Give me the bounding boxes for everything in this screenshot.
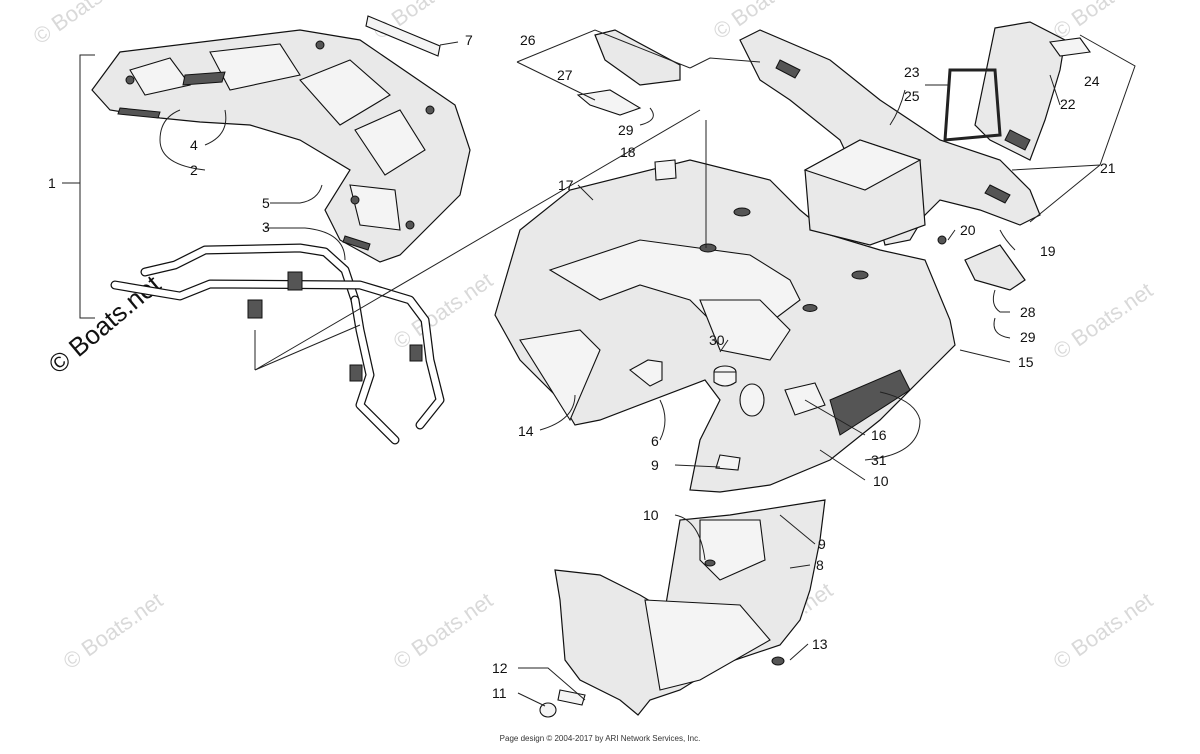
storage-lid-22 bbox=[974, 21, 1066, 161]
rack-support-tube bbox=[110, 243, 445, 445]
decal-7 bbox=[365, 15, 441, 57]
plate-12 bbox=[557, 689, 586, 706]
callout-30: 30 bbox=[709, 332, 725, 348]
callout-16: 16 bbox=[871, 427, 887, 443]
callout-18: 18 bbox=[620, 144, 636, 160]
callout-29b: 29 bbox=[1020, 329, 1036, 345]
bracket-6 bbox=[629, 359, 663, 387]
watermark-left-vertical: © Boats.net bbox=[43, 269, 167, 380]
callout-6: 6 bbox=[651, 433, 659, 449]
callout-27: 27 bbox=[557, 67, 573, 83]
callout-28: 28 bbox=[1020, 304, 1036, 320]
watermark-7: © Boats.net bbox=[1049, 277, 1158, 364]
callout-17: 17 bbox=[558, 177, 574, 193]
callout-9b: 9 bbox=[818, 536, 826, 552]
bracket-26 bbox=[594, 29, 681, 86]
callout-1: 1 bbox=[48, 175, 56, 191]
leader-lines bbox=[62, 29, 1136, 707]
watermark-8: © Boats.net bbox=[59, 587, 168, 674]
bolt-20 bbox=[937, 235, 947, 245]
callout-8: 8 bbox=[816, 557, 824, 573]
callout-9a: 9 bbox=[651, 457, 659, 473]
callout-3: 3 bbox=[262, 219, 270, 235]
rivet-11 bbox=[539, 702, 557, 718]
callout-21: 21 bbox=[1100, 160, 1116, 176]
latch-24 bbox=[1049, 37, 1091, 57]
callout-25: 25 bbox=[904, 88, 920, 104]
footwell-panel bbox=[554, 499, 826, 716]
watermark-2: © Boats.net bbox=[369, 0, 478, 44]
watermark-11: © Boats.net bbox=[1049, 587, 1158, 674]
rear-fender bbox=[494, 159, 956, 493]
bracket-27 bbox=[576, 89, 642, 116]
watermark-1: © Boats.net bbox=[29, 0, 138, 49]
callout-11: 11 bbox=[492, 685, 507, 701]
callout-5: 5 bbox=[262, 195, 270, 211]
callout-14: 14 bbox=[518, 423, 534, 439]
page-footer: Page design © 2004-2017 by ARI Network S… bbox=[499, 734, 701, 743]
callout-12: 12 bbox=[492, 660, 508, 676]
bracket-28 bbox=[964, 244, 1026, 291]
callout-31: 31 bbox=[871, 452, 887, 468]
cap-30 bbox=[713, 365, 737, 387]
callout-13: 13 bbox=[812, 636, 828, 652]
callout-19: 19 bbox=[1040, 243, 1056, 259]
callout-2: 2 bbox=[190, 162, 198, 178]
callout-4: 4 bbox=[190, 137, 198, 153]
callout-7: 7 bbox=[465, 32, 473, 48]
callout-29a: 29 bbox=[618, 122, 634, 138]
watermark-9: © Boats.net bbox=[389, 587, 498, 674]
rear-rack bbox=[91, 29, 471, 263]
callout-10a: 10 bbox=[873, 473, 889, 489]
callout-10b: 10 bbox=[643, 507, 659, 523]
callout-22: 22 bbox=[1060, 96, 1076, 112]
storage-box-assembly bbox=[739, 29, 1041, 246]
callout-24: 24 bbox=[1084, 73, 1100, 89]
handle-23 bbox=[943, 68, 1002, 142]
watermark-dark: © Boats.net bbox=[43, 269, 167, 380]
watermark-4: © Boats.net bbox=[1049, 0, 1158, 44]
watermark-5: © Boats.net bbox=[389, 267, 498, 354]
callouts: 1 2 3 4 5 6 7 8 9 9 10 10 11 12 13 14 15… bbox=[48, 32, 1116, 701]
callout-20: 20 bbox=[960, 222, 976, 238]
callout-15: 15 bbox=[1018, 354, 1034, 370]
callout-26: 26 bbox=[520, 32, 536, 48]
callout-23: 23 bbox=[904, 64, 920, 80]
